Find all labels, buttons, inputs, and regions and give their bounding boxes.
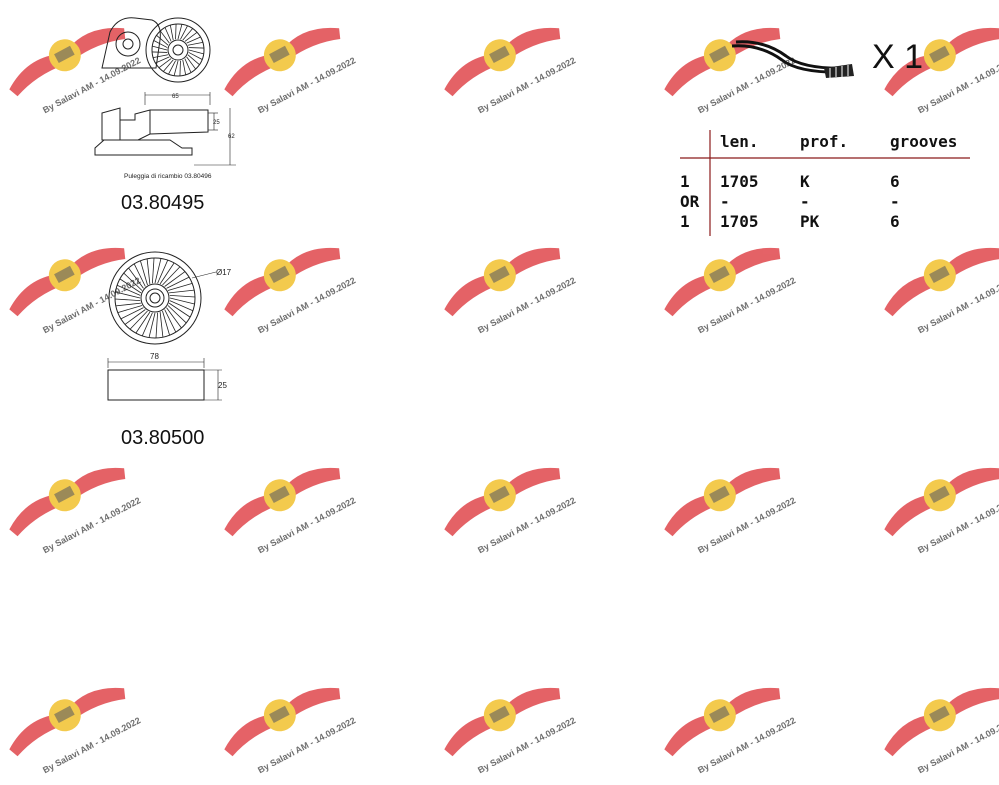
row-prof: - — [800, 192, 810, 211]
watermark: By Salavi AM - 14.09.2022 — [210, 10, 360, 120]
dim-width: 78 — [150, 352, 159, 361]
dim-height: 25 — [218, 381, 227, 390]
belt-quantity: X 1 — [872, 38, 924, 76]
row-len: 1705 — [720, 172, 759, 191]
row-qty: 1 — [680, 212, 690, 231]
row-grooves: 6 — [890, 212, 900, 231]
row-grooves: - — [890, 192, 900, 211]
replacement-caption: Puleggia di ricambio 03.80496 — [124, 173, 212, 180]
watermark: By Salavi AM - 14.09.2022 — [210, 450, 360, 560]
header-grooves: grooves — [890, 132, 958, 151]
watermark: By Salavi AM - 14.09.2022 — [430, 450, 580, 560]
belt-spec-table: len. prof. grooves 1 1705 K 6 OR - - - 1… — [678, 128, 978, 238]
watermark: By Salavi AM - 14.09.2022 — [870, 450, 999, 560]
row-prof: K — [800, 172, 810, 191]
row-qty: OR — [680, 192, 700, 211]
dim-height: 62 — [228, 134, 235, 140]
tensioner-drawing: 65 25 62 Puleggia di ricambio 03.80496 — [90, 10, 240, 185]
header-prof: prof. — [800, 132, 849, 151]
watermark: By Salavi AM - 14.09.2022 — [650, 450, 800, 560]
poly-v-belt-image — [730, 38, 860, 88]
dim-width: 65 — [172, 94, 179, 100]
watermark: By Salavi AM - 14.09.2022 — [650, 670, 800, 780]
idler-pulley-drawing: Ø17 78 25 — [100, 250, 240, 410]
watermark: By Salavi AM - 14.09.2022 — [650, 10, 800, 120]
watermark: By Salavi AM - 14.09.2022 — [870, 670, 999, 780]
watermark: By Salavi AM - 14.09.2022 — [870, 230, 999, 340]
watermark: By Salavi AM - 14.09.2022 — [430, 670, 580, 780]
row-len: 1705 — [720, 212, 759, 231]
watermark: By Salavi AM - 14.09.2022 — [0, 10, 145, 120]
row-len: - — [720, 192, 730, 211]
dim-diameter: Ø17 — [216, 268, 232, 277]
watermark: By Salavi AM - 14.09.2022 — [0, 670, 145, 780]
watermark: By Salavi AM - 14.09.2022 — [430, 230, 580, 340]
watermark: By Salavi AM - 14.09.2022 — [210, 670, 360, 780]
row-grooves: 6 — [890, 172, 900, 191]
part-code: 03.80495 — [121, 192, 205, 214]
watermark: By Salavi AM - 14.09.2022 — [210, 230, 360, 340]
dim-height-top: 25 — [213, 120, 220, 126]
part-code: 03.80500 — [121, 427, 205, 449]
watermark: By Salavi AM - 14.09.2022 — [650, 230, 800, 340]
row-qty: 1 — [680, 172, 690, 191]
watermark: By Salavi AM - 14.09.2022 — [0, 450, 145, 560]
row-prof: PK — [800, 212, 820, 231]
watermark: By Salavi AM - 14.09.2022 — [430, 10, 580, 120]
header-len: len. — [720, 132, 759, 151]
watermark: By Salavi AM - 14.09.2022 — [870, 10, 999, 120]
